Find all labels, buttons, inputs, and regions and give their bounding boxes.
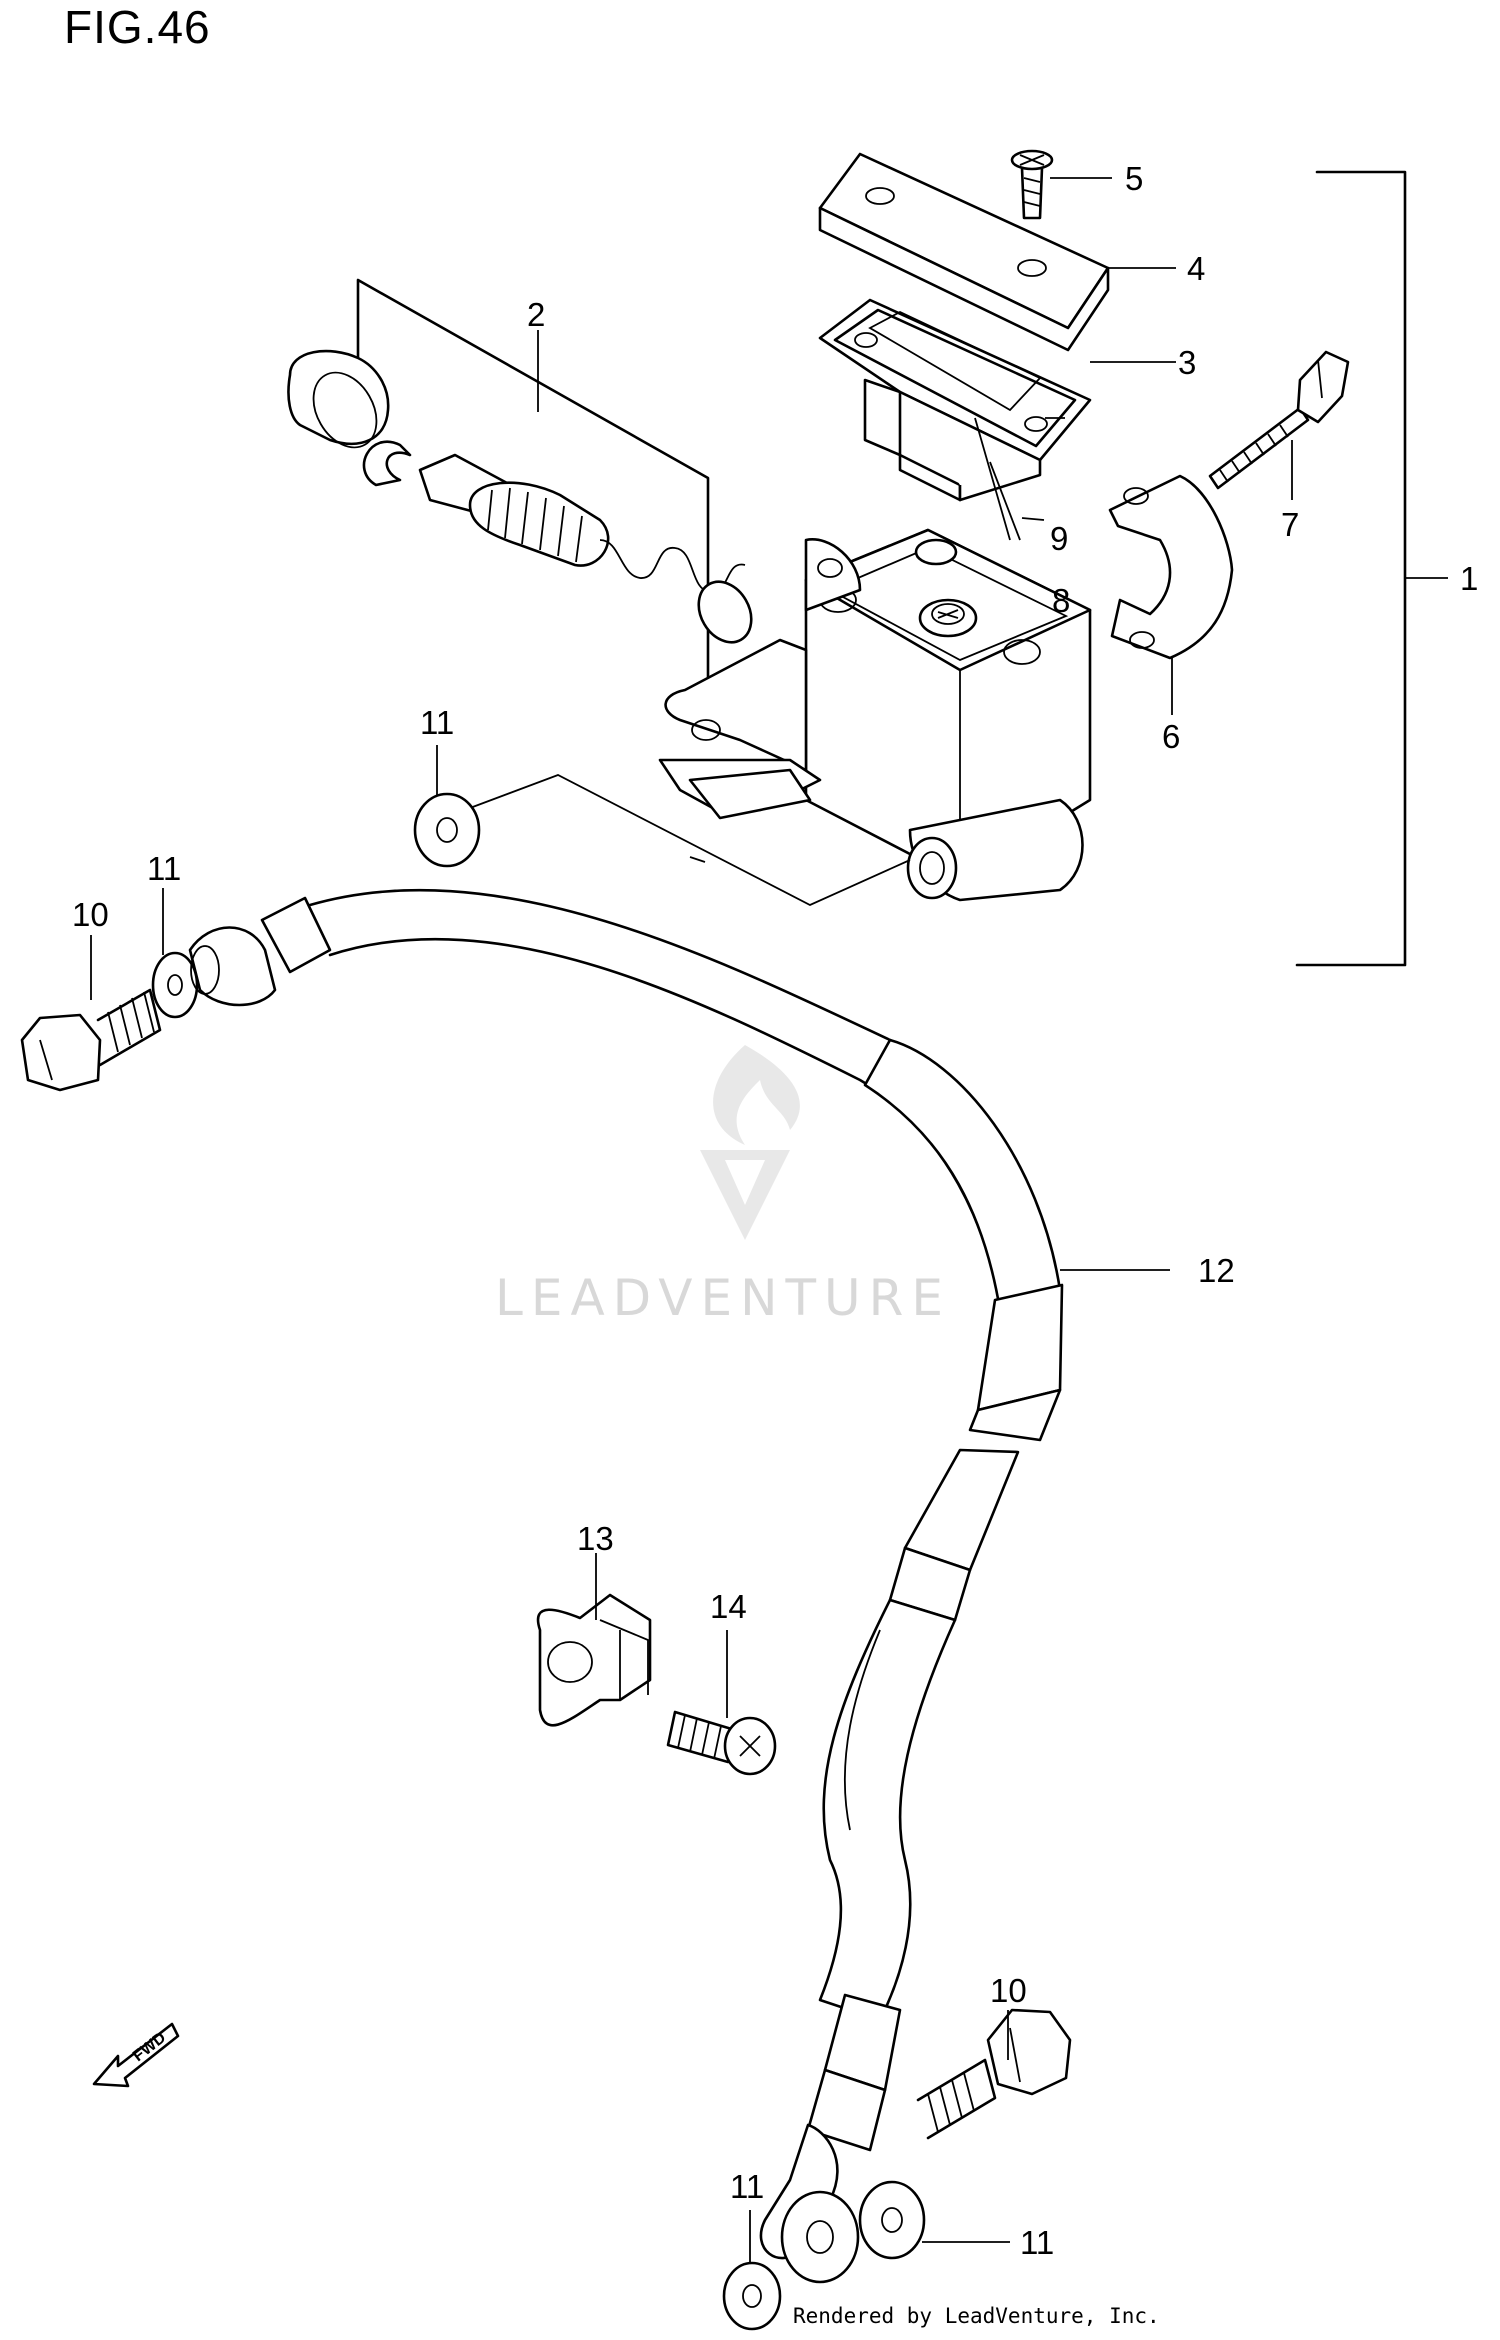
screw-14 xyxy=(666,1710,777,1776)
callout-10-left: 10 xyxy=(72,896,109,933)
callout-13: 13 xyxy=(577,1520,614,1557)
washer-11-right xyxy=(858,2180,926,2260)
callout-8: 8 xyxy=(1052,582,1070,619)
watermark-text: LEADVENTURE xyxy=(495,1269,951,1327)
leader-11-top xyxy=(469,774,911,906)
render-credit: Rendered by LeadVenture, Inc. xyxy=(793,2304,1160,2328)
master-cylinder-body xyxy=(658,528,1092,902)
figure-title: FIG.46 xyxy=(64,1,211,53)
clamp-6 xyxy=(1108,474,1234,660)
callout-3: 3 xyxy=(1178,344,1196,381)
callout-11-left: 11 xyxy=(147,850,181,887)
callout-12: 12 xyxy=(1198,1252,1235,1289)
callout-11-top: 11 xyxy=(420,704,454,741)
reservoir-cap-4 xyxy=(818,152,1110,352)
brake-hose-12 xyxy=(188,888,1064,2284)
leader-dash xyxy=(689,856,706,863)
callout-2: 2 xyxy=(527,296,545,333)
screw-5 xyxy=(1010,149,1054,220)
washer-11-top xyxy=(413,792,481,868)
callout-4: 4 xyxy=(1187,250,1205,287)
callout-7: 7 xyxy=(1281,506,1299,543)
piston-kit-2 xyxy=(287,278,753,682)
callout-5: 5 xyxy=(1125,160,1143,197)
fwd-arrow-icon: FWD xyxy=(92,2022,180,2088)
callout-9: 9 xyxy=(1050,520,1068,557)
callout-11-right: 11 xyxy=(1020,2224,1054,2261)
washer-11-bottom xyxy=(722,2261,782,2331)
callout-6: 6 xyxy=(1162,718,1180,755)
leader-8 xyxy=(989,461,1021,541)
callout-10-right: 10 xyxy=(990,1972,1027,2009)
hose-clamp-13 xyxy=(536,1593,652,1727)
callout-14: 14 xyxy=(710,1588,747,1625)
bolt-7 xyxy=(1208,350,1350,490)
assembly-bracket xyxy=(1295,170,1407,967)
washer-11-left xyxy=(151,951,199,1019)
banjo-bolt-10-left xyxy=(20,988,162,1092)
callout-11-bottom: 11 xyxy=(730,2168,764,2205)
watermark-logo xyxy=(700,1045,800,1240)
diaphragm-3 xyxy=(818,298,1092,502)
leader-8b xyxy=(1021,517,1045,521)
leader-9-8 xyxy=(974,417,1011,541)
banjo-bolt-10-right xyxy=(916,2008,1072,2140)
callout-1: 1 xyxy=(1460,560,1478,597)
